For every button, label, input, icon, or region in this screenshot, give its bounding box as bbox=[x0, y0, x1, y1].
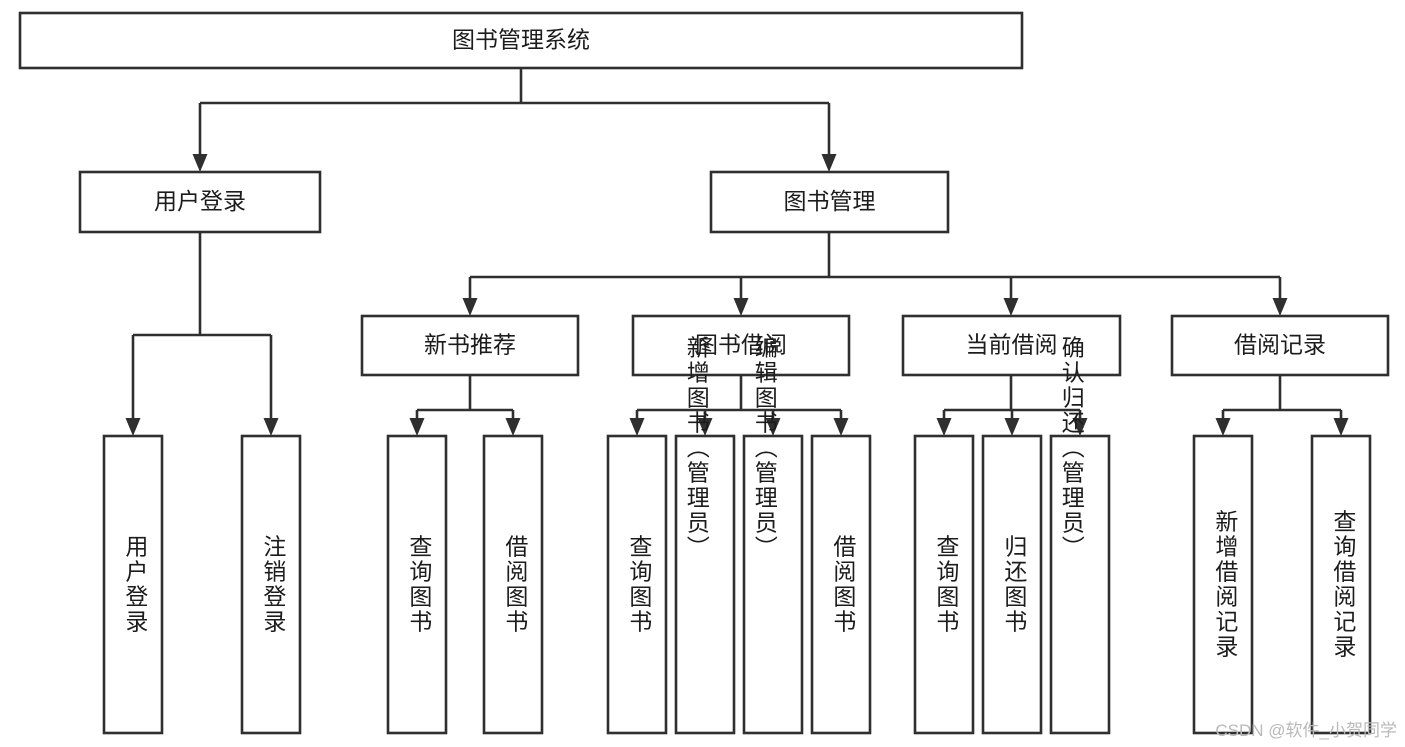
connector-layer bbox=[125, 68, 1349, 436]
watermark-label: CSDN @软件_小贺同学 bbox=[1215, 721, 1397, 740]
node-leaf-return-book[interactable]: 归还图书 bbox=[981, 434, 1043, 735]
node-box[interactable] bbox=[78, 170, 322, 234]
node-label: 归还图书 bbox=[1001, 535, 1028, 635]
node-box[interactable] bbox=[913, 434, 975, 735]
node-book-borrow[interactable]: 图书借阅 bbox=[631, 314, 851, 377]
arrow-head-icon bbox=[1333, 418, 1349, 436]
node-root[interactable]: 图书管理系统 bbox=[18, 11, 1024, 70]
node-leaf-query-record[interactable]: 查询借阅记录 bbox=[1310, 434, 1372, 735]
arrow-head-icon bbox=[1004, 418, 1020, 436]
arrow-head-icon bbox=[1272, 298, 1288, 316]
node-label: 新增借阅记录 bbox=[1212, 510, 1239, 660]
connector-book-manage bbox=[462, 232, 1288, 316]
node-book-manage[interactable]: 图书管理 bbox=[709, 170, 950, 234]
arrow-head-icon bbox=[733, 298, 749, 316]
arrow-head-icon bbox=[1215, 418, 1231, 436]
node-label: 新书推荐 bbox=[424, 332, 516, 358]
connector-user-login bbox=[125, 232, 279, 436]
node-box[interactable] bbox=[742, 434, 804, 735]
node-box[interactable] bbox=[606, 434, 668, 735]
node-box[interactable] bbox=[102, 434, 164, 735]
node-leaf-borrow-book[interactable]: 借阅图书 bbox=[810, 434, 872, 735]
node-box[interactable] bbox=[18, 11, 1024, 70]
node-label: 图书管理 bbox=[784, 188, 876, 214]
node-box[interactable] bbox=[482, 434, 544, 735]
node-label: 查询借阅记录 bbox=[1330, 510, 1357, 660]
connector-borrow-record bbox=[1215, 375, 1349, 436]
node-label: 用户登录 bbox=[154, 188, 246, 214]
node-box[interactable] bbox=[1049, 434, 1111, 735]
node-new-book-rec[interactable]: 新书推荐 bbox=[360, 314, 580, 377]
node-user-login[interactable]: 用户登录 bbox=[78, 170, 322, 234]
node-current-borrow[interactable]: 当前借阅 bbox=[901, 314, 1122, 377]
arrow-head-icon bbox=[192, 154, 208, 172]
arrow-head-icon bbox=[821, 154, 837, 172]
node-label: 注销登录 bbox=[260, 535, 287, 635]
node-box[interactable] bbox=[901, 314, 1122, 377]
node-leaf-add-book[interactable]: 新增图书（管理员） bbox=[674, 336, 736, 735]
arrow-head-icon bbox=[629, 418, 645, 436]
node-label: 查询图书 bbox=[626, 535, 653, 635]
node-leaf-logout[interactable]: 注销登录 bbox=[240, 434, 302, 735]
node-borrow-record[interactable]: 借阅记录 bbox=[1170, 314, 1390, 377]
node-box[interactable] bbox=[810, 434, 872, 735]
node-leaf-query-book[interactable]: 查询图书 bbox=[606, 434, 668, 735]
node-box[interactable] bbox=[386, 434, 448, 735]
node-label: 查询图书 bbox=[933, 535, 960, 635]
node-label: 借阅记录 bbox=[1234, 332, 1326, 358]
connector-book-borrow bbox=[629, 375, 849, 436]
arrow-head-icon bbox=[833, 418, 849, 436]
node-box[interactable] bbox=[674, 434, 736, 735]
node-box[interactable] bbox=[1192, 434, 1254, 735]
node-box[interactable] bbox=[1170, 314, 1390, 377]
arrow-head-icon bbox=[936, 418, 952, 436]
node-label: 借阅图书 bbox=[502, 535, 529, 635]
node-layer: 图书管理系统用户登录图书管理新书推荐图书借阅当前借阅借阅记录用户登录注销登录查询… bbox=[18, 11, 1390, 735]
node-label: 当前借阅 bbox=[966, 332, 1058, 358]
node-leaf-edit-book[interactable]: 编辑图书（管理员） bbox=[742, 336, 804, 735]
connector-current-borrow bbox=[936, 375, 1088, 436]
node-label: 用户登录 bbox=[122, 535, 149, 635]
arrow-head-icon bbox=[409, 418, 425, 436]
node-leaf-query-book-cur[interactable]: 查询图书 bbox=[913, 434, 975, 735]
node-leaf-add-record[interactable]: 新增借阅记录 bbox=[1192, 434, 1254, 735]
arrow-head-icon bbox=[1003, 298, 1019, 316]
node-label: 新增图书（管理员） bbox=[683, 336, 710, 561]
arrow-head-icon bbox=[765, 418, 781, 436]
node-label: 图书管理系统 bbox=[452, 27, 590, 53]
node-label: 查询图书 bbox=[406, 535, 433, 635]
node-leaf-confirm-return[interactable]: 确认归还（管理员） bbox=[1049, 336, 1111, 735]
node-label: 确认归还（管理员） bbox=[1058, 336, 1085, 561]
arrow-head-icon bbox=[263, 418, 279, 436]
arrow-head-icon bbox=[505, 418, 521, 436]
node-box[interactable] bbox=[1310, 434, 1372, 735]
node-box[interactable] bbox=[360, 314, 580, 377]
connector-new-book-rec bbox=[409, 375, 521, 436]
node-leaf-borrow-book-rec[interactable]: 借阅图书 bbox=[482, 434, 544, 735]
arrow-head-icon bbox=[697, 418, 713, 436]
arrow-head-icon bbox=[125, 418, 141, 436]
node-leaf-user-login[interactable]: 用户登录 bbox=[102, 434, 164, 735]
node-label: 图书借阅 bbox=[695, 332, 787, 358]
node-box[interactable] bbox=[240, 434, 302, 735]
connector-root bbox=[192, 68, 837, 172]
arrow-head-icon bbox=[1072, 418, 1088, 436]
node-leaf-query-book-rec[interactable]: 查询图书 bbox=[386, 434, 448, 735]
node-box[interactable] bbox=[631, 314, 851, 377]
node-label: 编辑图书（管理员） bbox=[751, 336, 778, 561]
arrow-head-icon bbox=[462, 298, 478, 316]
node-box[interactable] bbox=[981, 434, 1043, 735]
node-box[interactable] bbox=[709, 170, 950, 234]
node-label: 借阅图书 bbox=[830, 535, 857, 635]
